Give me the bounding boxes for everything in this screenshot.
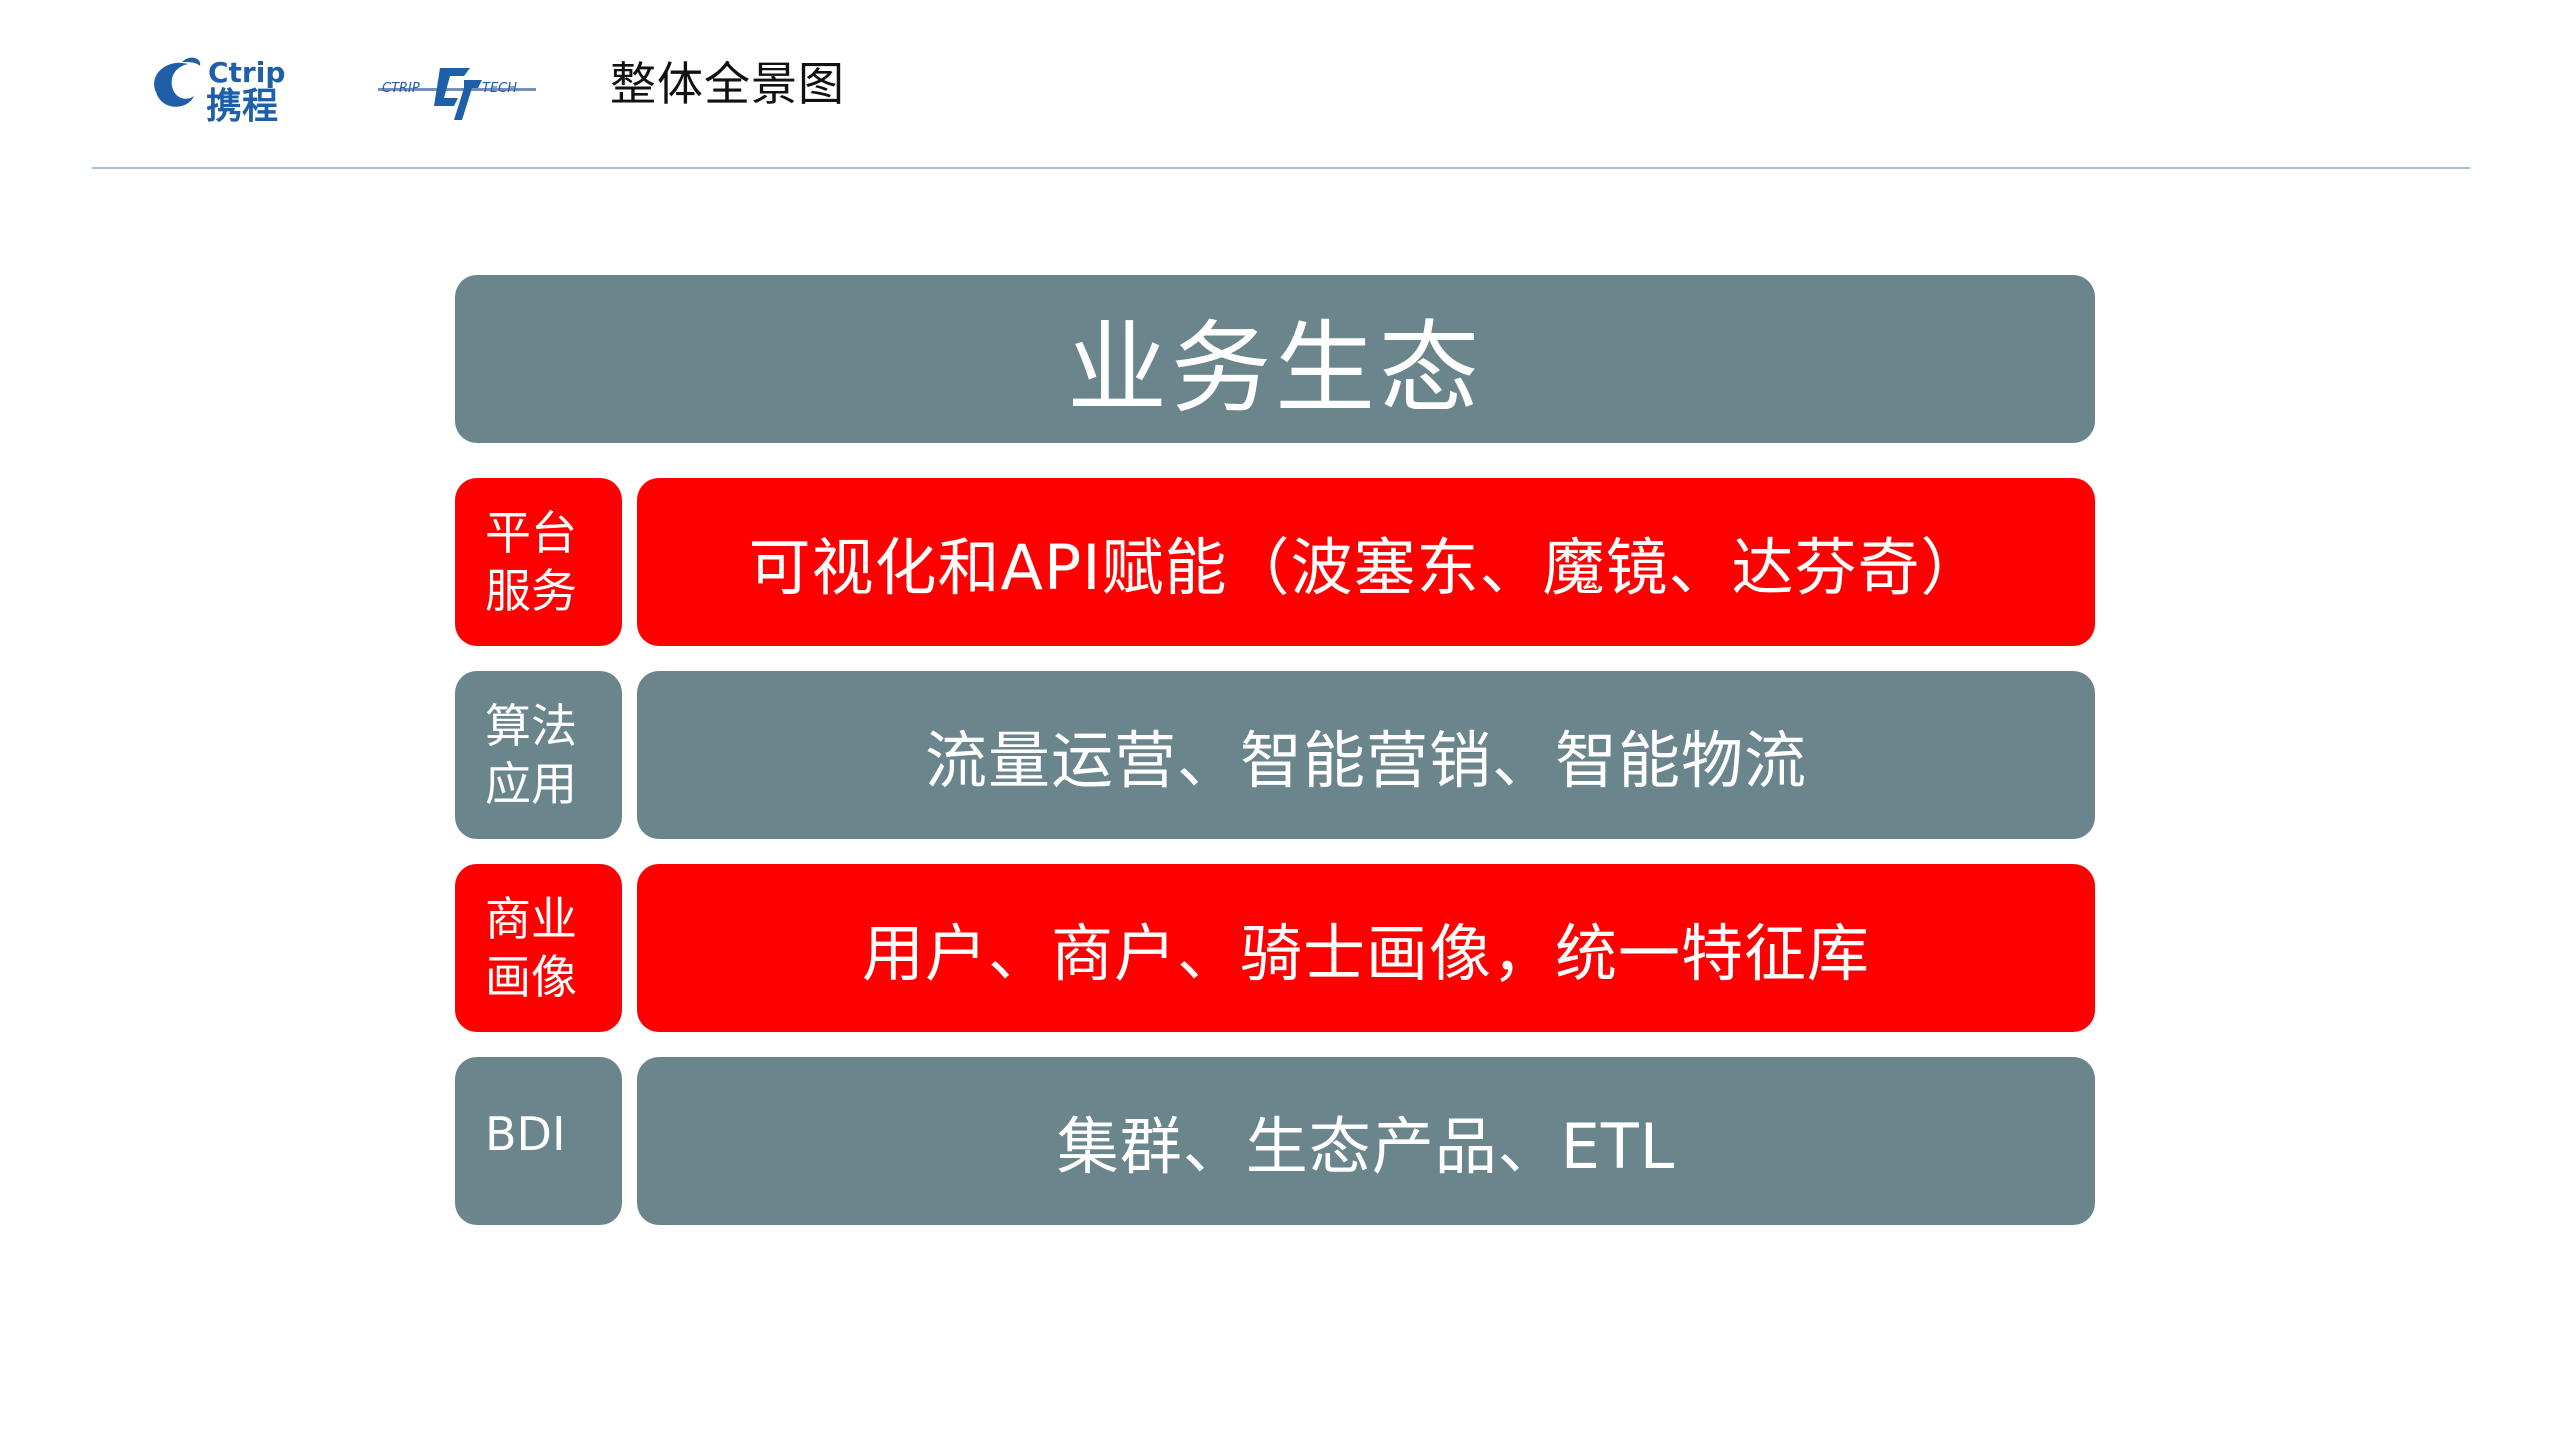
ctrip-logo: Ctrip 携程: [142, 52, 326, 124]
layer-content-text: 可视化和API赋能（波塞东、魔镜、达芬奇）: [748, 531, 1984, 604]
layer-label-text: 平台 服务: [485, 506, 577, 618]
layer-label-algorithm-app: 算法 应用: [455, 671, 622, 839]
layer-label-platform-service: 平台 服务: [455, 478, 622, 646]
layer-content-platform-service: 可视化和API赋能（波塞东、魔镜、达芬奇）: [637, 478, 2095, 646]
svg-text:TECH: TECH: [482, 81, 517, 96]
layer-content-text: 流量运营、智能营销、智能物流: [924, 724, 1807, 797]
layer-content-business-profile: 用户、商户、骑士画像，统一特征库: [637, 864, 2095, 1032]
layer-content-text: 用户、商户、骑士画像，统一特征库: [861, 917, 1870, 990]
business-ecosystem-box: 业务生态: [455, 275, 2095, 443]
layer-content-bdi: 集群、生态产品、ETL: [637, 1057, 2095, 1225]
svg-text:Ctrip: Ctrip: [208, 56, 285, 89]
layer-label-text: BDI: [485, 1107, 566, 1161]
layer-label-bdi: BDI: [455, 1057, 622, 1225]
svg-text:CTRIP: CTRIP: [382, 81, 420, 96]
page-title: 整体全景图: [610, 57, 845, 111]
ctrip-tech-logo: CTRIP TECH: [378, 58, 536, 126]
layer-label-text: 商业 画像: [485, 892, 577, 1004]
layer-label-text: 算法 应用: [485, 699, 577, 811]
business-ecosystem-label: 业务生态: [1067, 309, 1483, 427]
header-divider: [92, 167, 2470, 169]
svg-text:携程: 携程: [206, 86, 278, 124]
layer-content-text: 集群、生态产品、ETL: [1056, 1110, 1676, 1183]
layer-label-business-profile: 商业 画像: [455, 864, 622, 1032]
layer-content-algorithm-app: 流量运营、智能营销、智能物流: [637, 671, 2095, 839]
